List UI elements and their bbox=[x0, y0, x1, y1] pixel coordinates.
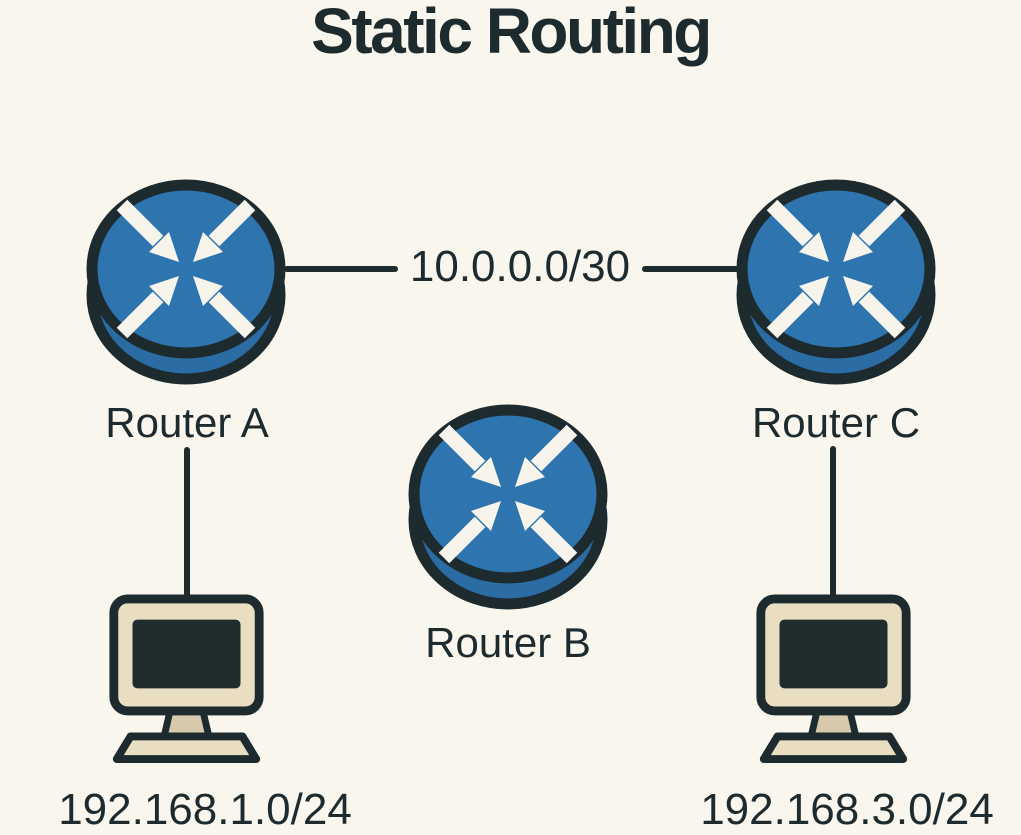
computer-icon bbox=[752, 594, 915, 764]
link-a-c-left-segment bbox=[284, 266, 398, 272]
computer-icon bbox=[105, 594, 268, 764]
router-icon bbox=[86, 175, 286, 385]
pc-left-node bbox=[105, 594, 268, 764]
network-3-label: 192.168.3.0/24 bbox=[700, 785, 994, 834]
diagram-title: Static Routing bbox=[311, 0, 712, 67]
router-icon bbox=[736, 175, 936, 385]
router-c-node bbox=[736, 175, 936, 385]
pc-right-node bbox=[752, 594, 915, 764]
router-c-label: Router C bbox=[751, 399, 921, 446]
router-a-label: Router A bbox=[105, 399, 269, 446]
router-icon bbox=[408, 400, 608, 610]
link-a-pc-line bbox=[184, 447, 190, 597]
link-a-c-right-segment bbox=[642, 266, 740, 272]
network-1-label: 192.168.1.0/24 bbox=[58, 785, 352, 834]
router-b-node bbox=[408, 400, 608, 610]
link-c-pc-line bbox=[830, 446, 836, 597]
router-a-node bbox=[86, 175, 286, 385]
link-a-c-label: 10.0.0.0/30 bbox=[409, 242, 631, 291]
router-b-label: Router B bbox=[425, 619, 591, 666]
